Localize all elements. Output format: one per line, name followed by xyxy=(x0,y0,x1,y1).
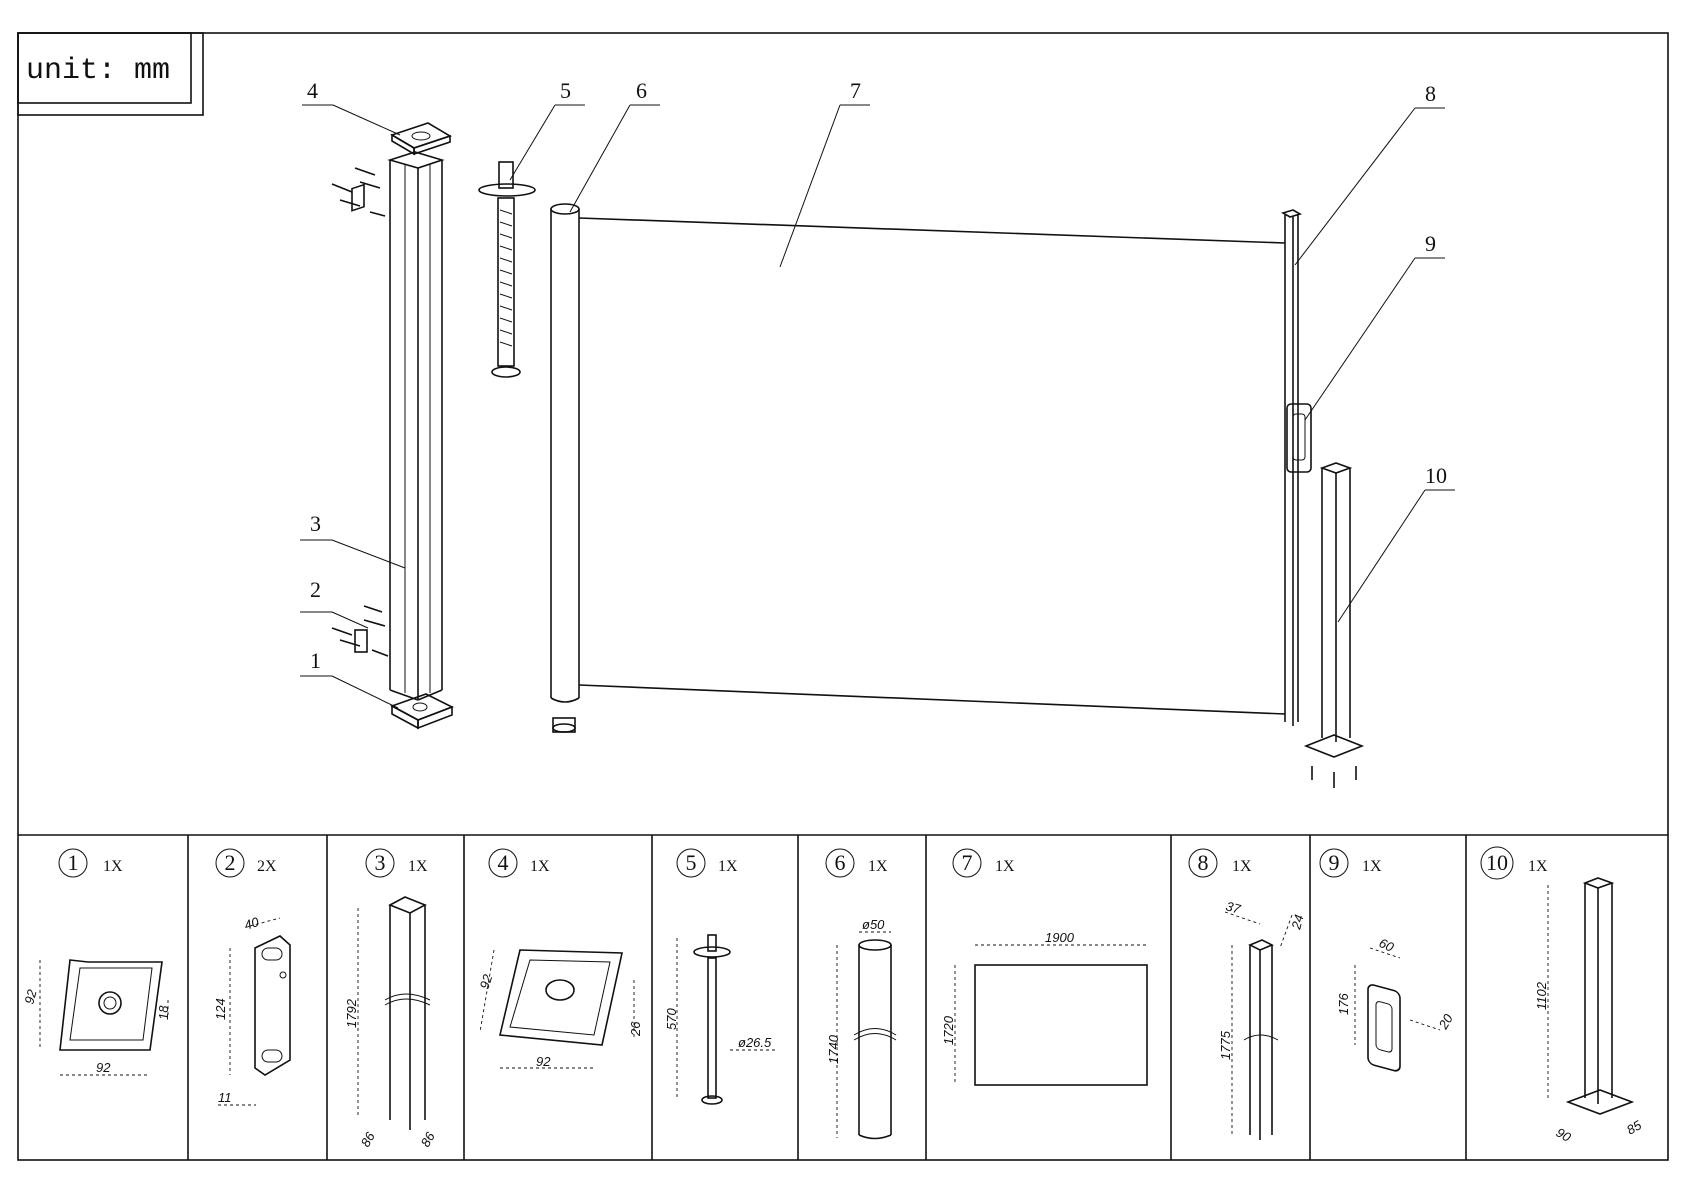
part-cell-1: 1 1X 92 92 18 xyxy=(21,848,171,1076)
pull-bar xyxy=(1280,209,1312,726)
dim-label: 85 xyxy=(1624,1117,1645,1138)
part-number: 1 xyxy=(68,850,79,875)
dim-label: 20 xyxy=(1435,1011,1456,1033)
fabric-panel xyxy=(578,217,1286,715)
dim-label: 92 xyxy=(96,1060,111,1075)
dim-label: 24 xyxy=(1288,913,1306,932)
part-number: 7 xyxy=(962,850,973,875)
part-quantity: 1X xyxy=(995,858,1015,875)
part-drawing xyxy=(693,946,731,958)
part-number: 3 xyxy=(375,850,386,875)
callout-7: 7 xyxy=(850,78,861,103)
part-drawing xyxy=(388,896,427,914)
dim-label: 90 xyxy=(1554,1125,1575,1146)
part-quantity: 2X xyxy=(257,858,277,875)
part-number: 5 xyxy=(686,850,697,875)
part-quantity: 1X xyxy=(868,858,888,875)
part-cell-2: 2 2X 124 40 11 xyxy=(213,848,291,1106)
dim-label: 26 xyxy=(628,1021,643,1037)
dim-label: 92 xyxy=(536,1054,551,1069)
dim-label: 92 xyxy=(477,972,496,991)
part-quantity: 1X xyxy=(1232,858,1252,875)
support-post xyxy=(1303,462,1365,788)
callout-1: 1 xyxy=(310,648,321,673)
part-quantity: 1X xyxy=(103,858,123,875)
part-cell-10: 10 1X 1102 90 85 xyxy=(1480,846,1645,1146)
parts-table-dividers xyxy=(187,835,1467,1160)
part-drawing xyxy=(1248,939,1274,951)
part-number: 6 xyxy=(835,850,846,875)
dim-label: 86 xyxy=(418,1129,439,1150)
part-drawing xyxy=(858,939,892,951)
part-quantity: 1X xyxy=(408,858,428,875)
part-number: 2 xyxy=(225,850,236,875)
part-cell-8: 8 1X 37 24 1775 xyxy=(1188,848,1307,1140)
part-number: 8 xyxy=(1198,850,1209,875)
dim-label: 176 xyxy=(1336,993,1351,1015)
dim-label: 1720 xyxy=(941,1015,956,1045)
callout-10: 10 xyxy=(1425,463,1447,488)
part-cell-5: 5 1X 570 ø26.5 xyxy=(664,848,778,1105)
part-quantity: 1X xyxy=(1528,858,1548,875)
callout-3: 3 xyxy=(310,511,321,536)
callout-leaders xyxy=(300,104,1455,709)
callout-9: 9 xyxy=(1425,231,1436,256)
part-quantity: 1X xyxy=(530,858,550,875)
spring-shaft-assembly xyxy=(478,161,536,378)
part-number: 4 xyxy=(498,850,509,875)
dim-label: 40 xyxy=(242,914,261,933)
dim-label: 92 xyxy=(21,987,39,1006)
roller-tube xyxy=(550,203,580,733)
part-cell-3: 3 1X 1792 86 86 xyxy=(344,848,439,1150)
dim-label: 570 xyxy=(664,1008,679,1030)
callout-6: 6 xyxy=(636,78,647,103)
dim-label: 86 xyxy=(358,1129,379,1150)
dim-label: 37 xyxy=(1224,898,1243,916)
part-number-circle xyxy=(58,848,88,878)
part-drawing xyxy=(59,959,163,1051)
dim-label: ø50 xyxy=(862,917,885,932)
unit-box-inner xyxy=(17,32,192,104)
dim-label: 124 xyxy=(213,998,228,1020)
dim-label: 18 xyxy=(156,1005,171,1020)
dim-label: 1775 xyxy=(1218,1030,1233,1060)
part-quantity: 1X xyxy=(1362,858,1382,875)
dim-label: 60 xyxy=(1377,935,1397,955)
part-drawing xyxy=(499,949,623,1046)
dim-label: 1900 xyxy=(1045,930,1075,945)
part-quantity: 1X xyxy=(718,858,738,875)
callout-4: 4 xyxy=(307,78,318,103)
part-drawing xyxy=(1582,877,1615,889)
callout-2: 2 xyxy=(310,577,321,602)
dim-label: ø26.5 xyxy=(738,1035,772,1050)
callout-8: 8 xyxy=(1425,81,1436,106)
part-cell-7: 7 1X 1900 1720 xyxy=(941,848,1148,1086)
part-cell-6: 6 1X ø50 1740 xyxy=(825,848,897,1140)
part-number: 10 xyxy=(1486,850,1508,875)
part-cell-9: 9 1X 176 60 20 xyxy=(1319,848,1456,1072)
callout-5: 5 xyxy=(560,78,571,103)
part-number: 9 xyxy=(1329,850,1340,875)
dim-label: 11 xyxy=(218,1090,232,1105)
part-drawing xyxy=(1367,984,1401,1072)
dim-label: 1740 xyxy=(826,1034,841,1064)
dim-label: 1792 xyxy=(344,998,359,1028)
unit-label: unit: mm xyxy=(26,54,170,88)
dim-label: 1102 xyxy=(1534,981,1549,1010)
part-drawing xyxy=(254,935,291,1076)
outer-frame xyxy=(17,32,1669,1161)
part-cell-4: 4 1X 92 92 26 xyxy=(477,848,643,1069)
left-post-assembly xyxy=(331,122,454,730)
part-drawing xyxy=(974,964,1148,1086)
